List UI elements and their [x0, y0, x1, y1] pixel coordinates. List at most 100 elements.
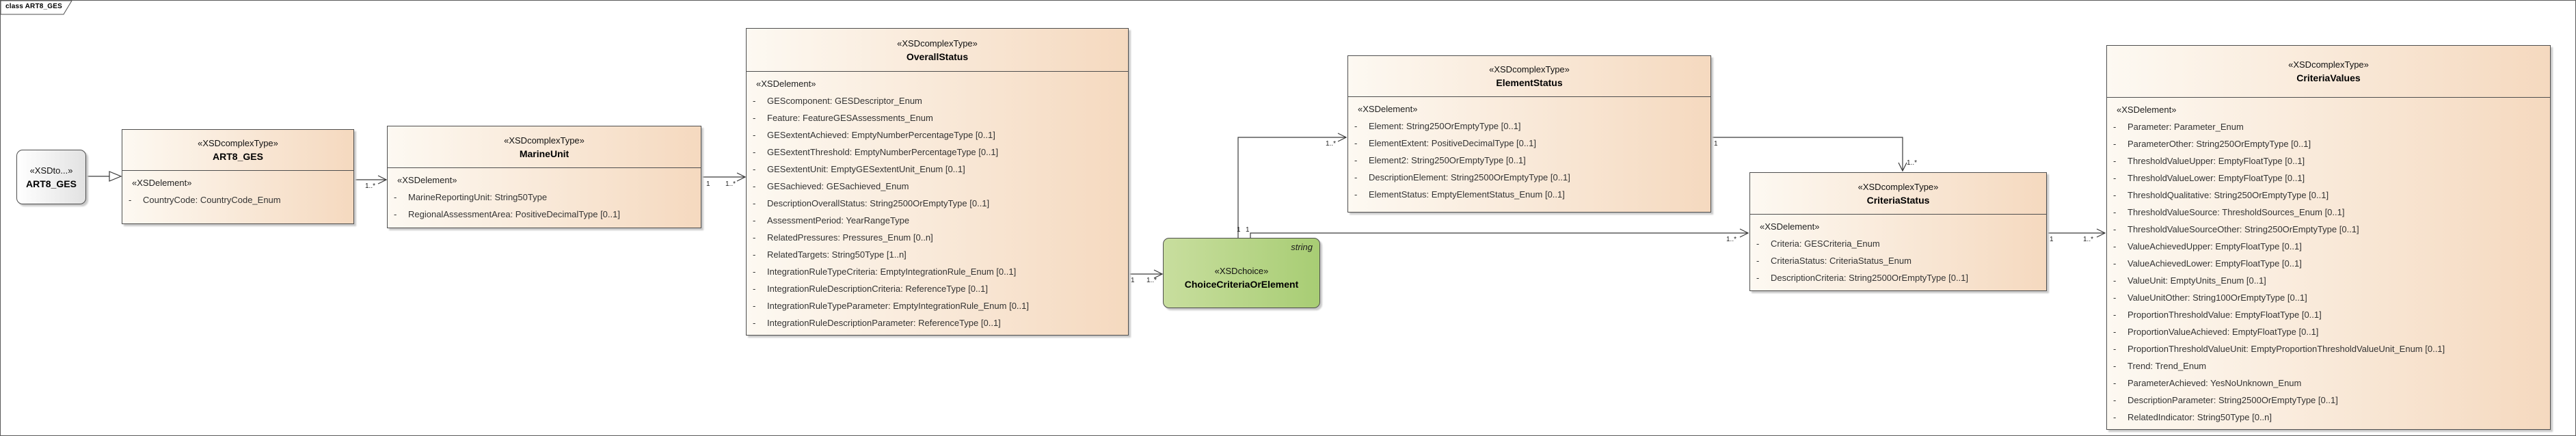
attribute-row: Feature: FeatureGESAssessments_Enum: [747, 109, 1128, 126]
attribute-row: ValueUnitOther: String100OrEmptyType [0.…: [2107, 289, 2550, 306]
multiplicity-label: 1..*: [2083, 236, 2094, 243]
attribute-row: DescriptionOverallStatus: String2500OrEm…: [747, 195, 1128, 212]
attribute-row: IntegrationRuleDescriptionParameter: Ref…: [747, 314, 1128, 331]
class-name: ART8_GES: [213, 151, 263, 162]
attribute-row: ValueUnit: EmptyUnits_Enum [0..1]: [2107, 272, 2550, 289]
class-stereotype: «XSDcomplexType»: [2288, 59, 2369, 70]
class-name: CriteriaValues: [2296, 72, 2361, 83]
attribute-row: IntegrationRuleTypeParameter: EmptyInteg…: [747, 297, 1128, 314]
class-stereotype: «XSDchoice»: [1214, 266, 1269, 276]
attribute-row: GESextentThreshold: EmptyNumberPercentag…: [747, 144, 1128, 161]
attribute-row: RelatedIndicator: String50Type [0..n]: [2107, 409, 2550, 426]
attribute-row: Element2: String250OrEmptyType [0..1]: [1348, 152, 1710, 169]
connector-criteriastatus-to-criteriavalues: [2047, 228, 2106, 238]
class-stereotype: «XSDcomplexType»: [504, 135, 585, 146]
attribute-section-header: «XSDelement»: [1358, 104, 1418, 114]
attribute-row: ThresholdValueSourceOther: String250OrEm…: [2107, 221, 2550, 238]
class-box-criteriavalues[interactable]: «XSDcomplexType» CriteriaValues «XSDelem…: [2106, 45, 2551, 430]
attribute-row: IntegrationRuleTypeCriteria: EmptyIntegr…: [747, 263, 1128, 280]
attribute-row: Parameter: Parameter_Enum: [2107, 118, 2550, 135]
class-stereotype: «XSDto...»: [29, 165, 73, 176]
attribute-row: DescriptionElement: String2500OrEmptyTyp…: [1348, 169, 1710, 186]
attribute-section-header: «XSDelement»: [397, 175, 457, 185]
attribute-section-header: «XSDelement»: [132, 178, 192, 188]
open-arrowhead: [1337, 133, 1347, 142]
attribute-row: ParameterAchieved: YesNoUnknown_Enum: [2107, 374, 2550, 392]
open-arrowhead: [377, 175, 388, 185]
connector-choice-to-elementstatus: [1237, 133, 1347, 238]
multiplicity-label: 1..*: [365, 182, 376, 190]
class-box-art8ges-element[interactable]: «XSDto...» ART8_GES: [16, 150, 86, 204]
frame-tab-shape: [1, 1, 72, 15]
multiplicity-label: 1: [706, 180, 710, 188]
attribute-row: RelatedPressures: Pressures_Enum [0..n]: [747, 229, 1128, 246]
open-arrowhead: [736, 172, 747, 182]
class-stereotype: «XSDcomplexType»: [1857, 181, 1939, 192]
multiplicity-label: 1: [1131, 277, 1135, 284]
attribute-row: GEScomponent: GESDescriptor_Enum: [747, 92, 1128, 109]
multiplicity-label: 1: [2050, 236, 2054, 243]
attribute-row: CountryCode: CountryCode_Enum: [122, 191, 353, 208]
class-name: CriteriaStatus: [1866, 194, 1930, 206]
attribute-row: MarineReportingUnit: String50Type: [388, 189, 701, 206]
class-name: ChoiceCriteriaOrElement: [1184, 279, 1299, 290]
attribute-section-header: «XSDelement»: [756, 79, 816, 89]
attribute-row: Criteria: GESCriteria_Enum: [1750, 235, 2046, 252]
attribute-row: ValueAchievedUpper: EmptyFloatType [0..1…: [2107, 238, 2550, 255]
class-stereotype: «XSDcomplexType»: [198, 138, 278, 148]
multiplicity-label: 1..*: [1907, 159, 1918, 167]
attribute-section-header: «XSDelement»: [2117, 105, 2177, 115]
connector-generalization-art8geselement: [86, 171, 122, 182]
multiplicity-label: 1: [1714, 140, 1718, 148]
multiplicity-label: 1..*: [725, 180, 736, 188]
class-box-marineunit[interactable]: «XSDcomplexType» MarineUnit «XSDelement»…: [387, 126, 701, 228]
attribute-row: ProportionValueAchieved: EmptyFloatType …: [2107, 323, 2550, 340]
class-box-overallstatus[interactable]: «XSDcomplexType» OverallStatus «XSDeleme…: [746, 28, 1129, 336]
attribute-row: ThresholdValueLower: EmptyFloatType [0..…: [2107, 169, 2550, 187]
choice-type-tag: string: [1291, 242, 1313, 252]
multiplicity-label: 1: [1237, 226, 1241, 234]
attribute-row: DescriptionCriteria: String2500OrEmptyTy…: [1750, 269, 2046, 286]
attribute-row: RelatedTargets: String50Type [1..n]: [747, 246, 1128, 263]
hollow-triangle-arrowhead: [109, 171, 122, 182]
attribute-row: ThresholdValueSource: ThresholdSources_E…: [2107, 204, 2550, 221]
class-box-art8ges[interactable]: «XSDcomplexType» ART8_GES «XSDelement» C…: [122, 129, 354, 224]
multiplicity-label: 1..*: [1326, 140, 1337, 148]
multiplicity-label: 1: [1246, 226, 1250, 234]
attribute-section-header: «XSDelement»: [1760, 221, 1820, 232]
connector-elementstatus-to-criteriastatus: [1711, 137, 1907, 172]
diagram-title: class ART8_GES: [5, 3, 63, 10]
class-name: MarineUnit: [519, 148, 569, 159]
attribute-row: ElementExtent: PositiveDecimalType [0..1…: [1348, 135, 1710, 152]
open-arrowhead: [2096, 228, 2106, 238]
multiplicity-label: 1..*: [1726, 236, 1737, 243]
class-stereotype: «XSDcomplexType»: [897, 38, 978, 49]
multiplicity-label: 1..*: [1146, 277, 1157, 284]
attribute-row: ValueAchievedLower: EmptyFloatType [0..1…: [2107, 255, 2550, 272]
attribute-row: ElementStatus: EmptyElementStatus_Enum […: [1348, 186, 1710, 203]
attribute-row: ThresholdQualitative: String250OrEmptyTy…: [2107, 187, 2550, 204]
class-box-choicecriteriaorelement[interactable]: string «XSDchoice» ChoiceCriteriaOrEleme…: [1163, 238, 1320, 308]
connector-choice-to-criteriastatus: [1250, 228, 1749, 238]
class-name: OverallStatus: [906, 51, 969, 62]
attribute-row: DescriptionParameter: String2500OrEmptyT…: [2107, 392, 2550, 409]
attribute-row: ProportionThresholdValue: EmptyFloatType…: [2107, 306, 2550, 323]
open-arrowhead: [1898, 162, 1907, 172]
class-box-elementstatus[interactable]: «XSDcomplexType» ElementStatus «XSDeleme…: [1347, 55, 1711, 213]
attribute-row: Element: String250OrEmptyType [0..1]: [1348, 118, 1710, 135]
attribute-row: RegionalAssessmentArea: PositiveDecimalT…: [388, 206, 701, 223]
attribute-row: IntegrationRuleDescriptionCriteria: Refe…: [747, 280, 1128, 297]
class-box-criteriastatus[interactable]: «XSDcomplexType» CriteriaStatus «XSDelem…: [1749, 172, 2047, 291]
attribute-row: AssessmentPeriod: YearRangeType: [747, 212, 1128, 229]
attribute-row: ProportionThresholdValueUnit: EmptyPropo…: [2107, 340, 2550, 357]
class-name: ART8_GES: [26, 178, 77, 189]
attribute-row: Trend: Trend_Enum: [2107, 357, 2550, 374]
attribute-row: GESextentAchieved: EmptyNumberPercentage…: [747, 126, 1128, 144]
attribute-row: CriteriaStatus: CriteriaStatus_Enum: [1750, 252, 2046, 269]
class-name: ElementStatus: [1496, 77, 1563, 88]
attribute-row: GESextentUnit: EmptyGESextentUnit_Enum […: [747, 161, 1128, 178]
attribute-row: ThresholdValueUpper: EmptyFloatType [0..…: [2107, 152, 2550, 169]
attribute-row: ParameterOther: String250OrEmptyType [0.…: [2107, 135, 2550, 152]
open-arrowhead: [1739, 228, 1749, 238]
